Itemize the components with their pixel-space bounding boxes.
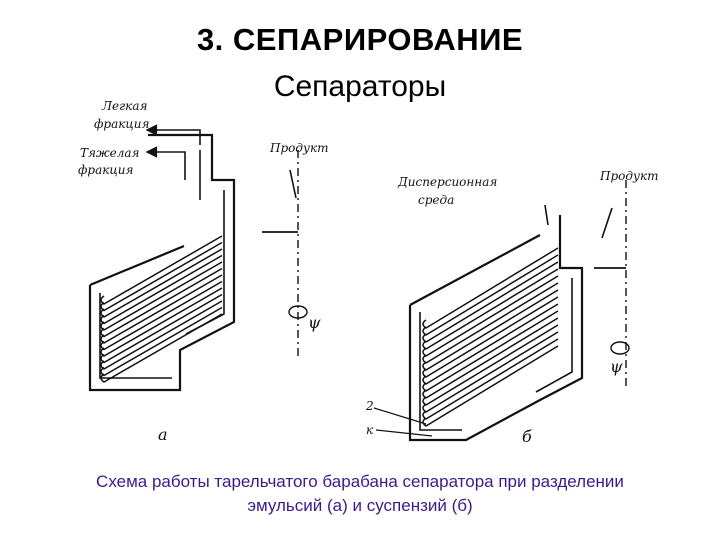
label-heavy-fraction-2: фракция: [78, 163, 133, 177]
label-product-b: Продукт: [599, 169, 658, 183]
disc-b: [423, 346, 558, 426]
disc-a: [101, 243, 222, 311]
label-product-a: Продукт: [269, 141, 328, 155]
label-part-1: к: [366, 423, 374, 437]
label-dispersion-medium-2: среда: [418, 193, 454, 207]
caption-line-2: эмульсий (а) и суспензий (б): [0, 494, 720, 518]
label-dispersion-medium-1: Дисперсионная: [397, 175, 497, 189]
label-heavy-fraction-1: Тяжелая: [80, 146, 139, 160]
label-figure-b: б: [522, 427, 532, 446]
caption-line-1: Схема работы тарельчатого барабана сепар…: [0, 470, 720, 494]
label-figure-a: а: [158, 425, 168, 444]
label-omega-b: ψ: [610, 357, 623, 376]
figure-b-discs: [423, 248, 558, 426]
disc-a: [101, 236, 222, 304]
label-light-fraction-2: фракция: [94, 117, 149, 131]
disc-b: [423, 325, 558, 405]
label-part-2: 2: [365, 399, 374, 413]
figure-caption: Схема работы тарельчатого барабана сепар…: [0, 470, 720, 518]
label-light-fraction-1: Легкая: [101, 99, 148, 113]
figure-a-discs: [101, 236, 222, 382]
disc-b: [423, 339, 558, 419]
disc-a: [101, 249, 222, 317]
label-omega-a: ψ: [308, 313, 321, 332]
disc-a: [101, 256, 222, 324]
